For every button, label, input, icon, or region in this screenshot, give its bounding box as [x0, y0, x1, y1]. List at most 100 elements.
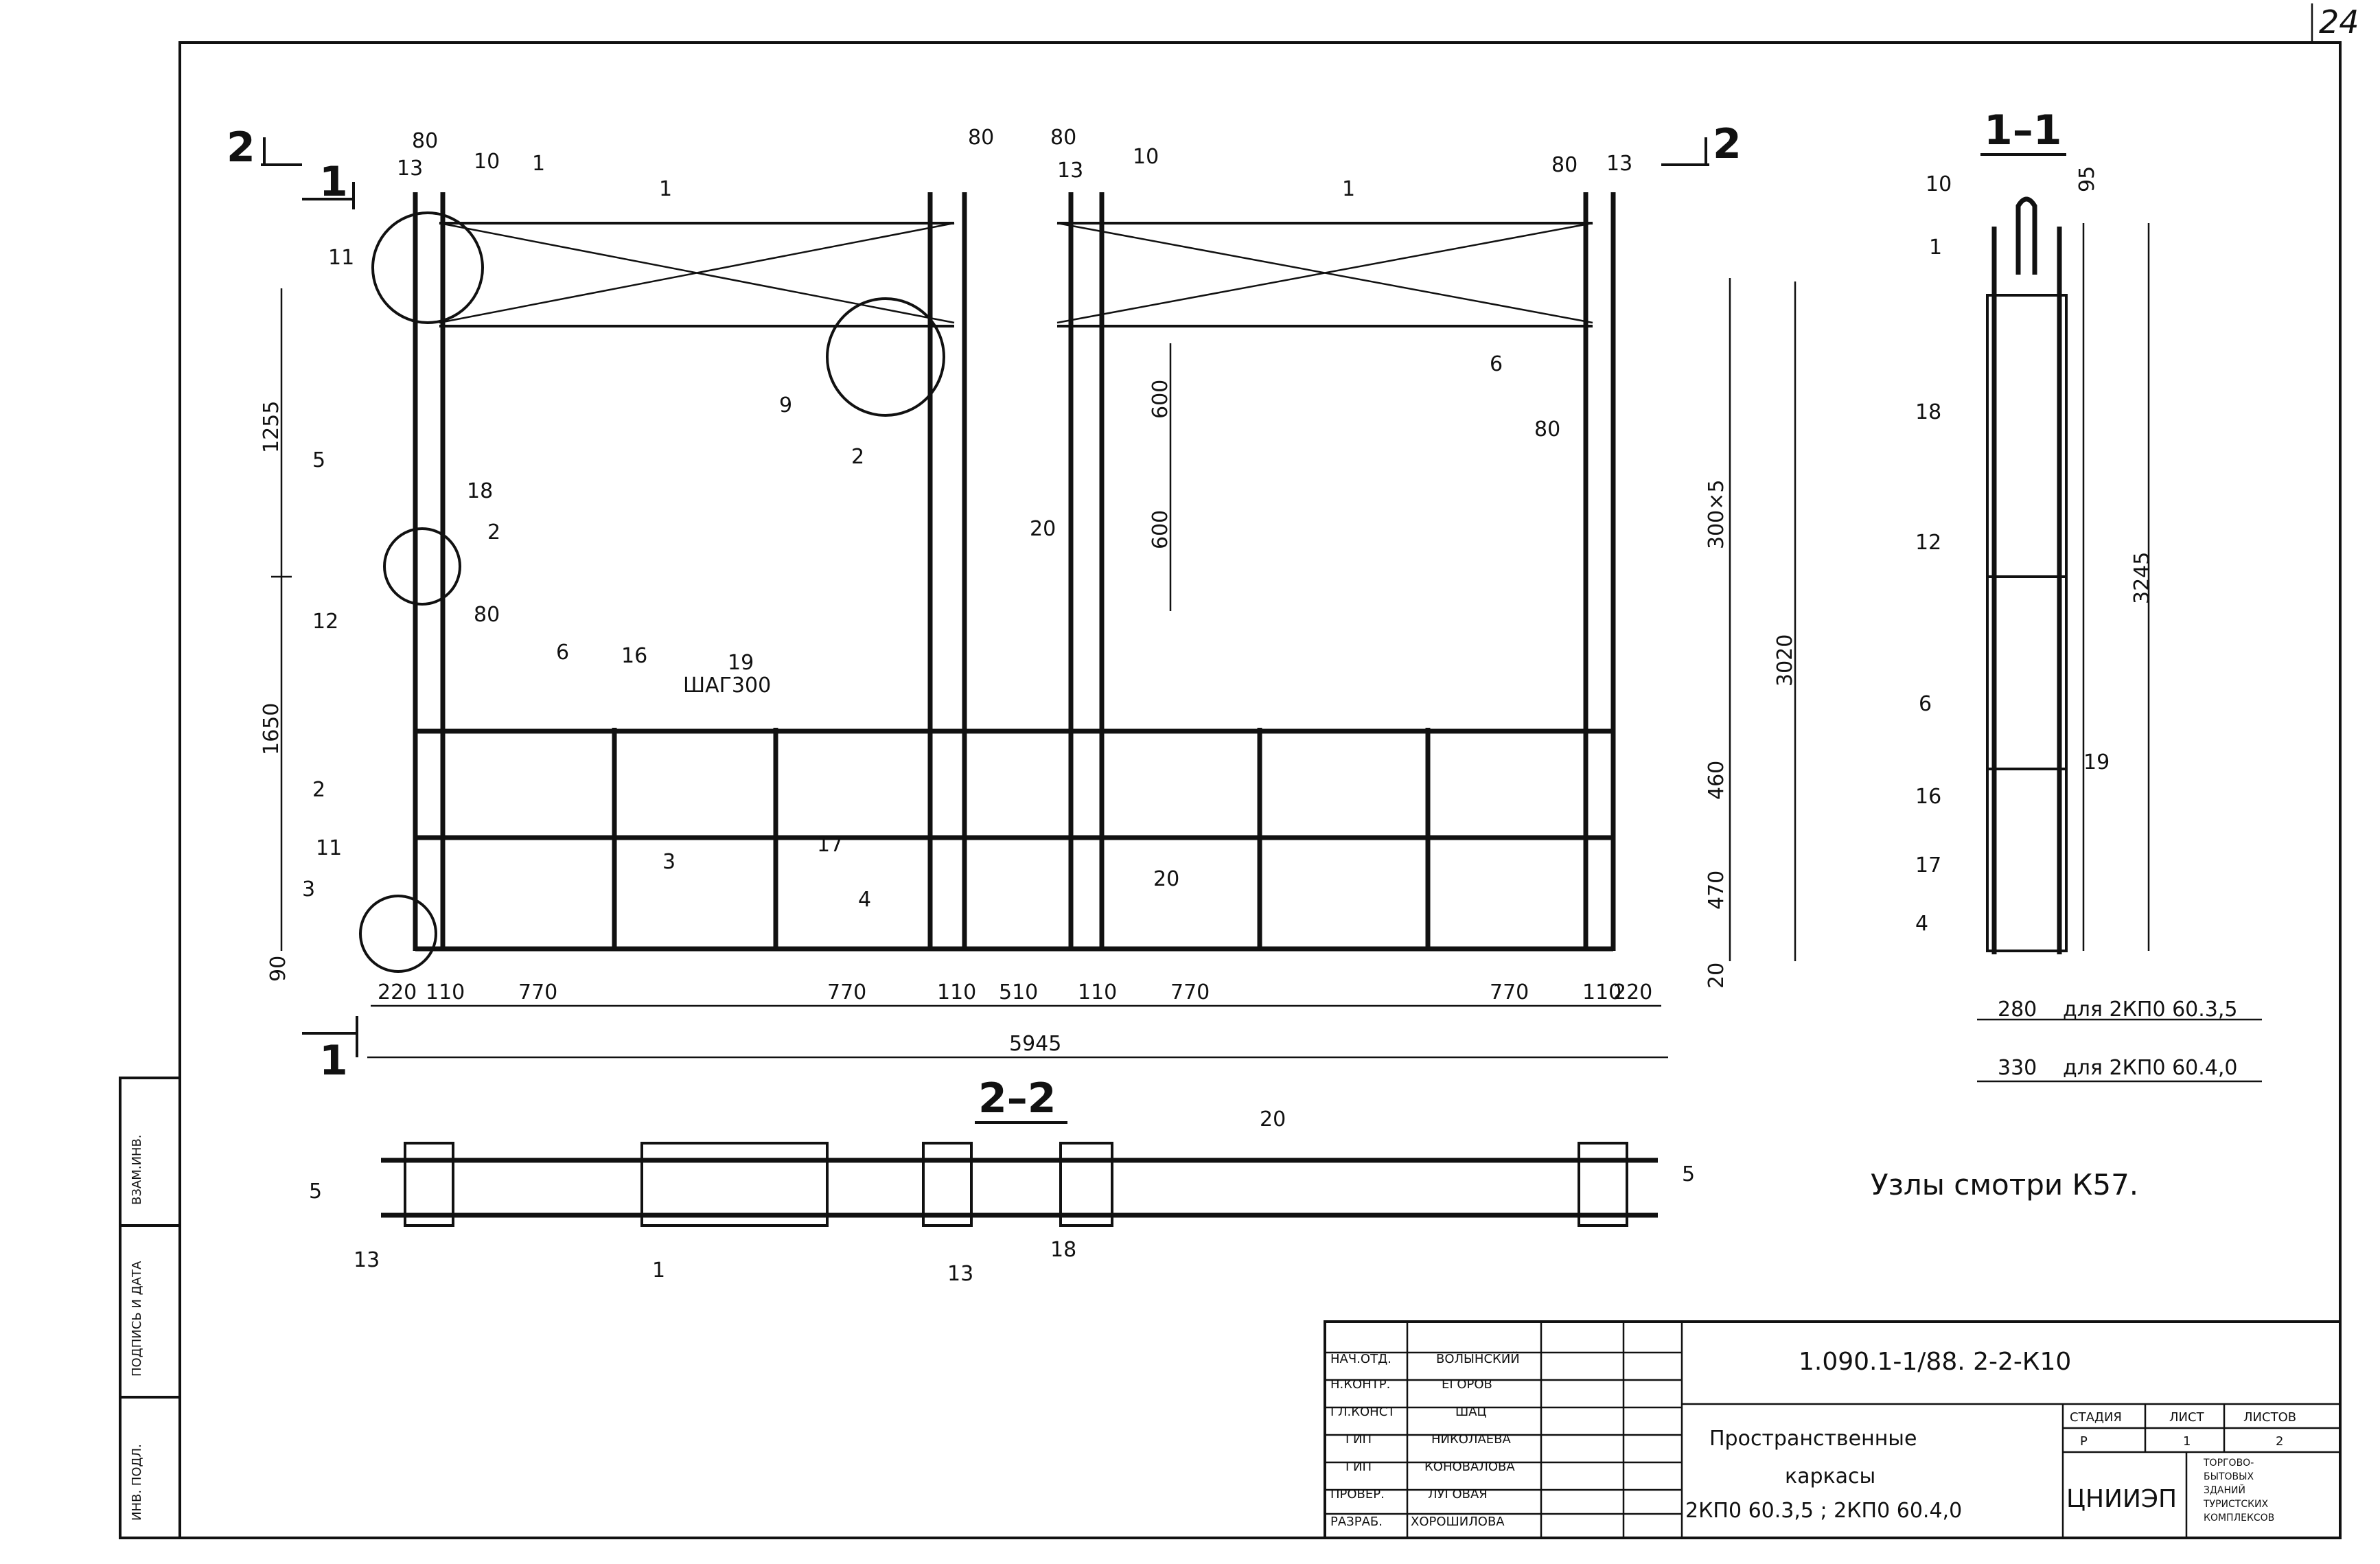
- dim-left-1255: 1255: [259, 401, 284, 453]
- section-1-1-title: 1–1: [1984, 106, 2062, 154]
- callout-19: 19: [728, 651, 754, 675]
- stamp-signature-date: ПОДПИСЬ И ДАТА: [130, 1261, 144, 1377]
- callout-13: 13: [1606, 152, 1632, 176]
- pitch-note: ШАГ300: [683, 674, 771, 698]
- callout-20: 20: [1153, 867, 1179, 891]
- section-1-1-callout-18: 18: [1915, 400, 1941, 424]
- callout-12: 12: [312, 610, 338, 634]
- dim-bottom-770-1: 770: [518, 980, 557, 1004]
- stamp-vzam-inv: ВЗАМ.ИНВ.: [130, 1134, 144, 1205]
- dim-bottom-770-2: 770: [827, 980, 866, 1004]
- main-view-callouts: 13 10 1 1 11 1 13 10 9 2 6 13 5 18 2 12 …: [302, 145, 1632, 912]
- width-text-330: для 2КП0 60.4,0: [2063, 1056, 2238, 1080]
- callout-10: 10: [1133, 145, 1159, 169]
- name-nikolaeva: НИКОЛАЕВА: [1431, 1432, 1512, 1447]
- dim-overall: 5945: [1009, 1032, 1061, 1056]
- section-1-1-callout-19: 19: [2083, 750, 2110, 774]
- page-number: 24: [2319, 3, 2359, 41]
- section-marker-2-left: 2: [227, 124, 255, 172]
- section-2-2-callout-20: 20: [1260, 1107, 1286, 1131]
- dim-bottom-110-1: 110: [426, 980, 465, 1004]
- callout-2: 2: [487, 520, 500, 544]
- name-shats: ШАЦ: [1455, 1405, 1487, 1419]
- width-text-280: для 2КП0 60.3,5: [2063, 998, 2238, 1022]
- callout-11: 11: [328, 246, 354, 270]
- name-volynsky: ВОЛЫНСКИЙ: [1436, 1351, 1520, 1366]
- node-circle-1: [371, 211, 484, 324]
- callout-11: 11: [316, 836, 342, 860]
- main-view-dimensions: 80 80 80 80 80 1255 1650 90 220 110 770 …: [259, 126, 1797, 1056]
- section-2-2: 2–2 5 13 1 13 18 20 5: [309, 1074, 1695, 1286]
- dim-top-80-1: 80: [412, 129, 438, 153]
- section-marker-1-bottom: 1: [319, 1037, 348, 1085]
- drawing-code: 1.090.1-1/88. 2-2-К10: [1799, 1348, 2071, 1376]
- section-1-1-callout-1: 1: [1929, 235, 1942, 260]
- org-desc-5: КОМПЛЕКСОВ: [2204, 1513, 2274, 1523]
- org-desc-3: ЗДАНИЙ: [2204, 1484, 2245, 1496]
- sheet-value: 1: [2183, 1434, 2191, 1449]
- callout-20: 20: [1030, 517, 1056, 541]
- dim-inner-600-2: 600: [1148, 510, 1172, 549]
- org-desc-2: БЫТОВЫХ: [2204, 1471, 2254, 1482]
- section-1-1-callout-4: 4: [1915, 912, 1928, 936]
- node-circle-3: [359, 895, 437, 973]
- dim-left-1650: 1650: [259, 703, 284, 755]
- name-khoroshilova: ХОРОШИЛОВА: [1411, 1515, 1505, 1529]
- drawing-frame: [178, 41, 2342, 1539]
- dim-bottom-770-3: 770: [1170, 980, 1210, 1004]
- dim-right-3020: 3020: [1773, 634, 1797, 687]
- section-1-1-callout-12: 12: [1915, 531, 1941, 555]
- dim-bottom-510: 510: [999, 980, 1038, 1004]
- node-circle-9: [826, 297, 945, 417]
- role-gl-konst: ГЛ.КОНСТ: [1330, 1405, 1396, 1419]
- callout-17: 17: [817, 833, 843, 857]
- dim-right-470: 470: [1705, 871, 1729, 910]
- dim-right-300x5: 300×5: [1705, 480, 1729, 549]
- section-2-2-callout-1: 1: [652, 1258, 665, 1283]
- role-n-kontr: Н.КОНТР.: [1330, 1377, 1390, 1392]
- callout-4: 4: [858, 888, 871, 912]
- section-1-1-callout-17: 17: [1915, 853, 1941, 877]
- dim-bottom-220-right: 220: [1613, 980, 1652, 1004]
- dim-right-20: 20: [1705, 963, 1729, 989]
- section-1-1-dim-3245: 3245: [2130, 552, 2154, 604]
- note-text: Узлы смотри К57.: [1871, 1168, 2138, 1201]
- dim-inner-600-1: 600: [1148, 380, 1172, 419]
- org-name: ЦНИИЭП: [2066, 1485, 2177, 1513]
- callout-6: 6: [556, 641, 569, 665]
- section-1-1-callout-16: 16: [1915, 785, 1941, 809]
- stamp-inv-podl: ИНВ. ПОДЛ.: [130, 1444, 144, 1521]
- section-1-1-dim-95: 95: [2075, 166, 2099, 192]
- role-prover: ПРОВЕР.: [1330, 1487, 1385, 1502]
- callout-80: 80: [474, 603, 500, 627]
- title-line-3: 2КП0 60.3,5 ; 2КП0 60.4,0: [1685, 1499, 1962, 1523]
- role-gip-2: ГИП: [1345, 1460, 1372, 1474]
- main-view: 2 1 1 2: [227, 120, 1796, 1085]
- title-line-1: Пространственные: [1709, 1427, 1917, 1451]
- role-gip-1: ГИП: [1345, 1432, 1372, 1447]
- callout-1: 1: [1342, 177, 1355, 201]
- callout-13: 13: [1057, 159, 1083, 183]
- name-lugovaya: ЛУГОВАЯ: [1428, 1487, 1488, 1502]
- role-nach-otd: НАЧ.ОТД.: [1330, 1352, 1391, 1366]
- callout-1: 1: [659, 177, 672, 201]
- callout-3: 3: [662, 850, 675, 874]
- sheets-label: ЛИСТОВ: [2243, 1410, 2296, 1425]
- node-circle-2: [383, 527, 461, 606]
- dim-top-80-5: 80: [1534, 417, 1560, 441]
- section-2-2-callout-18: 18: [1050, 1238, 1076, 1262]
- dim-bottom-220-left: 220: [378, 980, 417, 1004]
- section-1-1-callout-10: 10: [1926, 172, 1952, 196]
- sheet-label: ЛИСТ: [2169, 1410, 2205, 1425]
- callout-5: 5: [312, 448, 325, 472]
- name-konovalova: КОНОВАЛОВА: [1424, 1460, 1515, 1474]
- dim-bottom-110-4: 110: [1582, 980, 1621, 1004]
- dim-bottom-110-3: 110: [1078, 980, 1117, 1004]
- callout-6: 6: [1490, 352, 1503, 376]
- dim-right-460: 460: [1705, 761, 1729, 800]
- side-stamp: ВЗАМ.ИНВ. ПОДПИСЬ И ДАТА ИНВ. ПОДЛ.: [119, 1077, 181, 1539]
- callout-13: 13: [397, 157, 423, 181]
- org-desc-1: ТОРГОВО-: [2203, 1458, 2254, 1469]
- callout-9: 9: [779, 393, 792, 417]
